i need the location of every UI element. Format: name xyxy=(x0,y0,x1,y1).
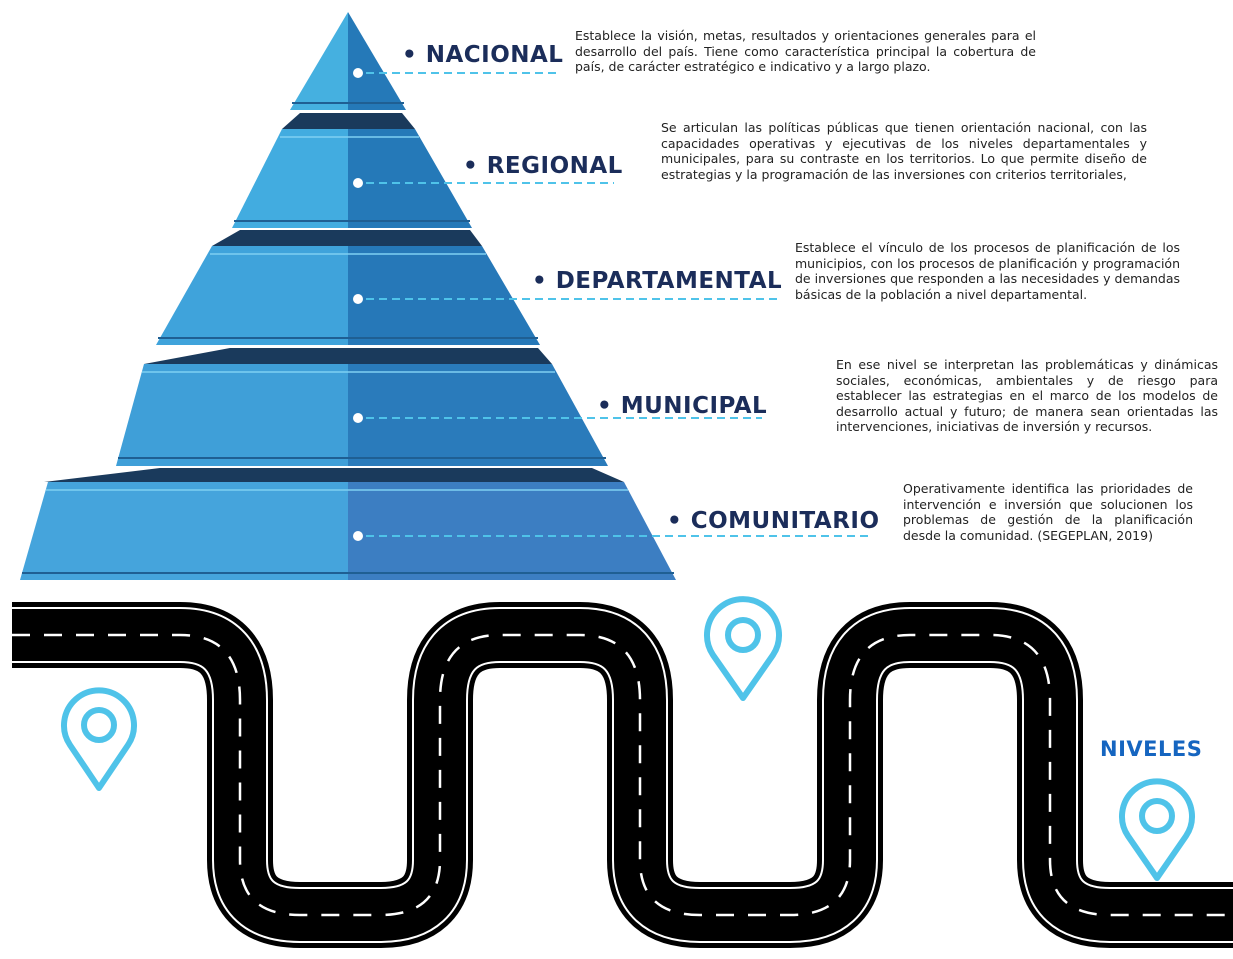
diagram-title: NIVELES xyxy=(1100,737,1203,761)
connectors xyxy=(366,72,872,537)
pyramid-tier-departamental xyxy=(156,230,540,345)
connector-dots xyxy=(353,68,363,541)
level-description-nacional: Establece la visión, metas, resultados y… xyxy=(575,28,1036,74)
pyramid-tier-nacional xyxy=(290,12,406,110)
level-label-comunitario: • COMUNITARIO xyxy=(667,508,880,534)
pyramid-tier-municipal xyxy=(116,348,608,466)
level-label-regional: • REGIONAL xyxy=(463,153,623,179)
map-pin-icon xyxy=(1119,778,1195,881)
pyramid xyxy=(20,12,872,580)
pyramid-tier-comunitario xyxy=(20,468,676,580)
level-label-nacional: • NACIONAL xyxy=(402,42,564,68)
map-pin-icon xyxy=(704,596,782,701)
level-description-departamental: Establece el vínculo de los procesos de … xyxy=(795,240,1180,302)
level-description-regional: Se articulan las políticas públicas que … xyxy=(661,120,1147,182)
level-description-comunitario: Operativamente identifica las prioridade… xyxy=(903,481,1193,543)
level-description-municipal: En ese nivel se interpretan las problemá… xyxy=(836,357,1218,434)
level-label-departamental: • DEPARTAMENTAL xyxy=(532,268,783,294)
level-label-municipal: • MUNICIPAL xyxy=(597,393,768,419)
road-icon xyxy=(12,602,1233,948)
map-pin-icon xyxy=(61,687,137,791)
pyramid-tier-regional xyxy=(232,113,472,228)
